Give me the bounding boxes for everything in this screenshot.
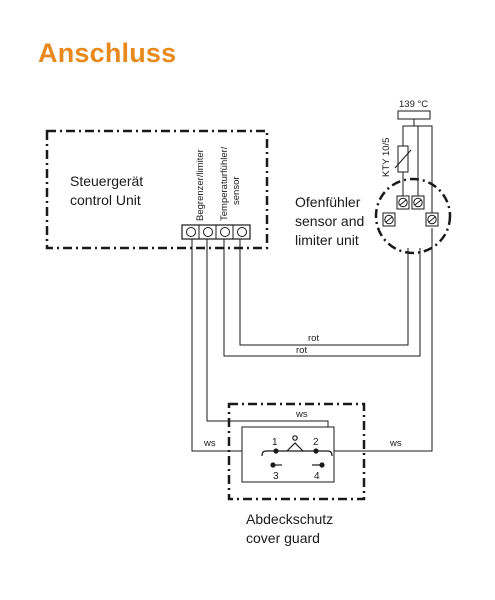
wire-label-rot-1: rot <box>308 333 319 344</box>
wire-label-ws-right: ws <box>389 438 402 449</box>
wire-rot-2 <box>223 236 421 357</box>
control-unit-label-en: control Unit <box>70 192 141 208</box>
terminal-label-limiter: Begrenzer/limiter <box>195 149 206 221</box>
terminal-screw <box>203 227 213 237</box>
cover-guard-label-en: cover guard <box>246 530 320 546</box>
terminal-screw <box>237 227 247 237</box>
limiter-symbol <box>397 110 431 120</box>
cover-guard-switch <box>241 426 335 483</box>
switch-contacts <box>261 435 333 468</box>
terminal-screw <box>186 227 196 237</box>
cover-guard-label-de: Abdeckschutz <box>246 511 333 527</box>
wire-ws-left <box>191 236 266 452</box>
cover-guard-box <box>227 402 366 501</box>
terminal-block <box>181 224 251 240</box>
control-unit-label-de: Steuergerät <box>70 173 143 189</box>
wires <box>191 125 433 452</box>
sensor-terminals <box>382 195 439 227</box>
sensor-internal-wire <box>417 125 433 215</box>
wire-label-rot-2: rot <box>296 345 307 356</box>
wire-label-ws-top: ws <box>295 409 308 420</box>
switch-terminal-4: 4 <box>314 471 320 482</box>
sensor-unit-circle <box>374 177 452 255</box>
control-unit-box <box>45 129 269 250</box>
sensor-internal-wire-3 <box>402 125 418 150</box>
sensor-type-label: KTY 10/5 <box>381 138 392 177</box>
sensor-unit-label-en-1: sensor and <box>295 213 364 229</box>
page-title: Anschluss <box>38 38 177 68</box>
limiter-temp-label: 139 °C <box>399 99 428 110</box>
switch-terminal-1: 1 <box>272 437 278 448</box>
wire-rot-1 <box>239 236 409 346</box>
sensor-resistor-arrow <box>394 149 412 169</box>
sensor-unit-label-en-2: limiter unit <box>295 232 359 248</box>
terminal-screw <box>220 227 230 237</box>
switch-terminal-3: 3 <box>273 471 279 482</box>
terminal-label-sensor-1: Temperaturfühler/ <box>219 146 230 221</box>
wire-ws-right <box>328 228 433 452</box>
sensor-unit-label-de: Ofenfühler <box>295 194 361 210</box>
switch-terminal-2: 2 <box>313 437 319 448</box>
terminal-label-sensor-2: sensor <box>231 176 242 205</box>
wire-label-ws-left: ws <box>203 438 216 449</box>
